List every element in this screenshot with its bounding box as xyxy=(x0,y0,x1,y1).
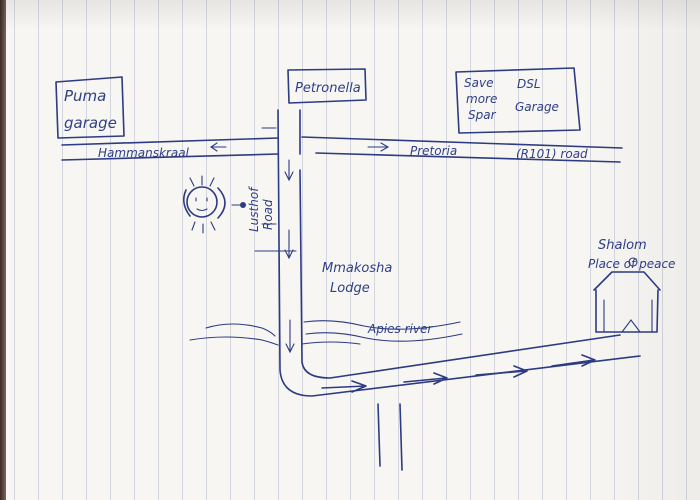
r101-main-road: Hammanskraal Pretoria (R101) road xyxy=(61,136,623,163)
road-label: Road xyxy=(261,199,275,230)
lower-road-arrows xyxy=(321,354,596,393)
puma-garage-label-1: Puma xyxy=(64,87,106,105)
arrow-east-icon xyxy=(367,142,390,152)
arrow-south-2-icon xyxy=(284,229,294,260)
shalom-place-of-peace: Shalom Place of peace xyxy=(588,238,675,333)
spar-dsl-box: Save more Spar DSL Garage xyxy=(455,67,581,134)
petronella-label: Petronella xyxy=(295,81,361,96)
apies-river-label: Apies river xyxy=(367,322,433,336)
shalom-label: Shalom xyxy=(598,238,647,253)
arrow-east-b-icon xyxy=(403,372,448,385)
apies-river: Apies river xyxy=(189,320,463,346)
spar-label-1: Save xyxy=(464,76,493,90)
arrow-west-icon xyxy=(210,142,227,152)
dsl-label-1: DSL xyxy=(517,77,541,91)
arrow-south-3-icon xyxy=(285,319,295,354)
spar-label-3: Spar xyxy=(468,108,497,122)
puma-garage-box: Puma garage xyxy=(55,76,125,139)
petronella-box: Petronella xyxy=(287,68,367,104)
arrow-east-c-icon xyxy=(475,365,528,378)
r101-road-label: (R101) road xyxy=(516,147,588,161)
southern-side-road xyxy=(377,403,403,471)
puma-garage-label-2: garage xyxy=(64,114,117,132)
arrow-south-1-icon xyxy=(284,159,294,182)
mmakosha-label-1: Mmakosha xyxy=(322,261,392,276)
arrow-east-d-icon xyxy=(551,354,596,367)
spar-label-2: more xyxy=(466,92,497,106)
hammanskraal-label: Hammanskraal xyxy=(98,146,190,160)
mmakosha-label-2: Lodge xyxy=(330,281,370,296)
house-icon xyxy=(593,257,661,333)
place-of-peace-label: Place of peace xyxy=(588,257,675,271)
lusthof-label: Lusthof xyxy=(247,186,261,232)
dsl-label-2: Garage xyxy=(515,100,559,114)
arrow-east-a-icon xyxy=(321,380,367,393)
lusthof-road: Lusthof Road xyxy=(247,109,641,397)
pretoria-label: Pretoria xyxy=(410,144,457,158)
person-sketch-icon xyxy=(182,175,246,234)
notebook-binding xyxy=(0,0,6,500)
